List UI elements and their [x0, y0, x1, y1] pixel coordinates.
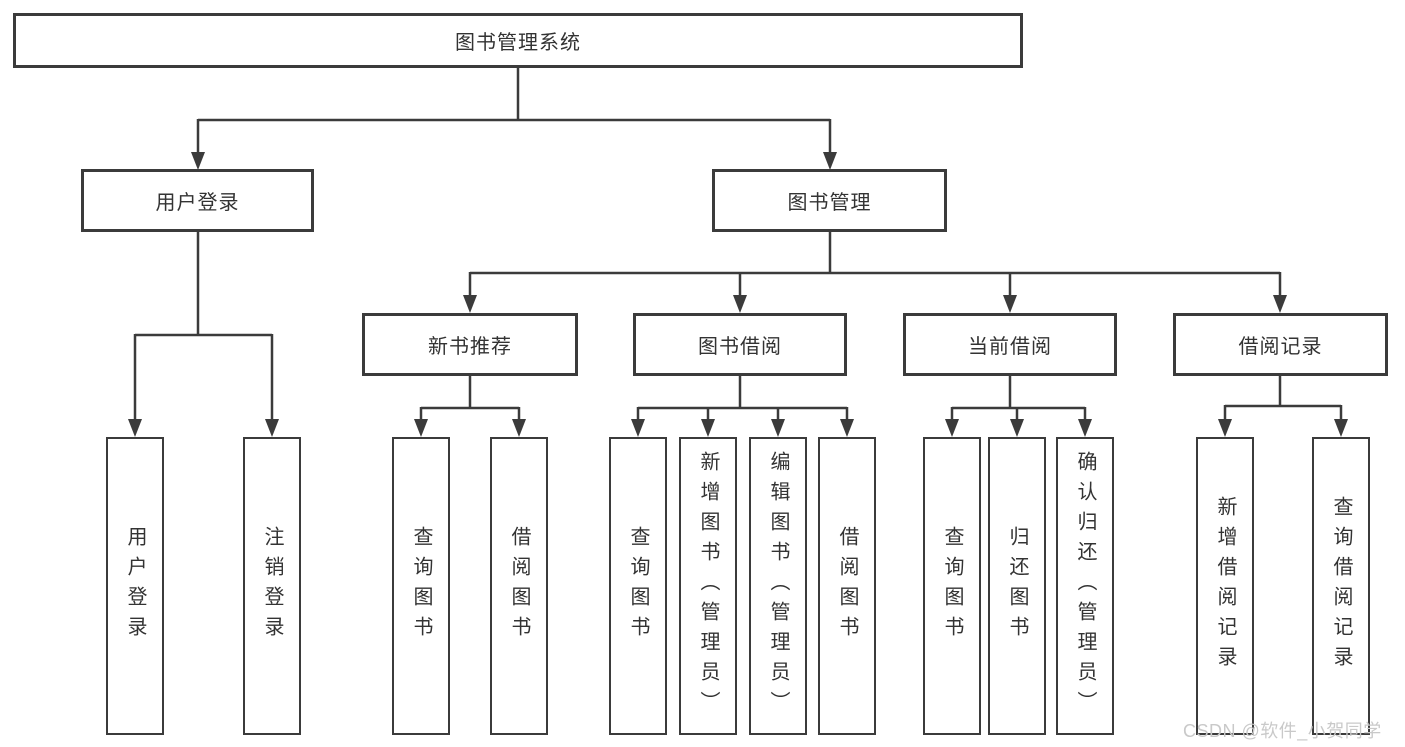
leaf-query-borrow-record: 查询借阅记录 [1312, 437, 1370, 735]
leaf-query-books-recommend-label: 查询图书 [410, 526, 432, 646]
node-user-login-label: 用户登录 [155, 192, 240, 214]
node-new-book-recommend-label: 新书推荐 [428, 336, 512, 358]
leaf-add-borrow-record-label: 新增借阅记录 [1214, 496, 1236, 676]
node-root-label: 图书管理系统 [455, 32, 581, 54]
leaf-query-books-current: 查询图书 [923, 437, 981, 735]
leaf-borrow-books-recommend-label: 借阅图书 [508, 526, 530, 646]
leaf-borrow-books-label: 借阅图书 [836, 526, 858, 646]
leaf-query-books-current-label: 查询图书 [941, 526, 963, 646]
leaf-confirm-return-admin: 确认归还（管理员） [1056, 437, 1114, 735]
node-borrow-records-label: 借阅记录 [1238, 336, 1323, 358]
leaf-edit-books-admin: 编辑图书（管理员） [749, 437, 807, 735]
node-root: 图书管理系统 [13, 13, 1023, 68]
leaf-confirm-return-admin-label: 确认归还（管理员） [1074, 451, 1096, 721]
node-current-borrow: 当前借阅 [903, 313, 1117, 376]
leaf-add-books-admin: 新增图书（管理员） [679, 437, 737, 735]
leaf-logout-label: 注销登录 [261, 526, 283, 646]
leaf-edit-books-admin-label: 编辑图书（管理员） [767, 451, 789, 721]
leaf-user-login: 用户登录 [106, 437, 164, 735]
leaf-borrow-books: 借阅图书 [818, 437, 876, 735]
node-book-borrow-label: 图书借阅 [698, 336, 782, 358]
leaf-query-books-recommend: 查询图书 [392, 437, 450, 735]
node-book-management-label: 图书管理 [787, 192, 872, 214]
leaf-return-books: 归还图书 [988, 437, 1046, 735]
leaf-query-borrow-record-label: 查询借阅记录 [1330, 496, 1352, 676]
watermark: CSDN @软件_小贺同学 [1183, 721, 1382, 741]
node-current-borrow-label: 当前借阅 [968, 336, 1052, 358]
node-borrow-records: 借阅记录 [1173, 313, 1388, 376]
leaf-add-borrow-record: 新增借阅记录 [1196, 437, 1254, 735]
node-book-borrow: 图书借阅 [633, 313, 847, 376]
leaf-user-login-label: 用户登录 [124, 526, 146, 646]
leaf-query-books-borrow-label: 查询图书 [627, 526, 649, 646]
node-user-login: 用户登录 [81, 169, 314, 232]
node-book-management: 图书管理 [712, 169, 947, 232]
leaf-add-books-admin-label: 新增图书（管理员） [697, 451, 719, 721]
leaf-borrow-books-recommend: 借阅图书 [490, 437, 548, 735]
leaf-logout: 注销登录 [243, 437, 301, 735]
node-new-book-recommend: 新书推荐 [362, 313, 578, 376]
leaf-return-books-label: 归还图书 [1006, 526, 1028, 646]
leaf-query-books-borrow: 查询图书 [609, 437, 667, 735]
